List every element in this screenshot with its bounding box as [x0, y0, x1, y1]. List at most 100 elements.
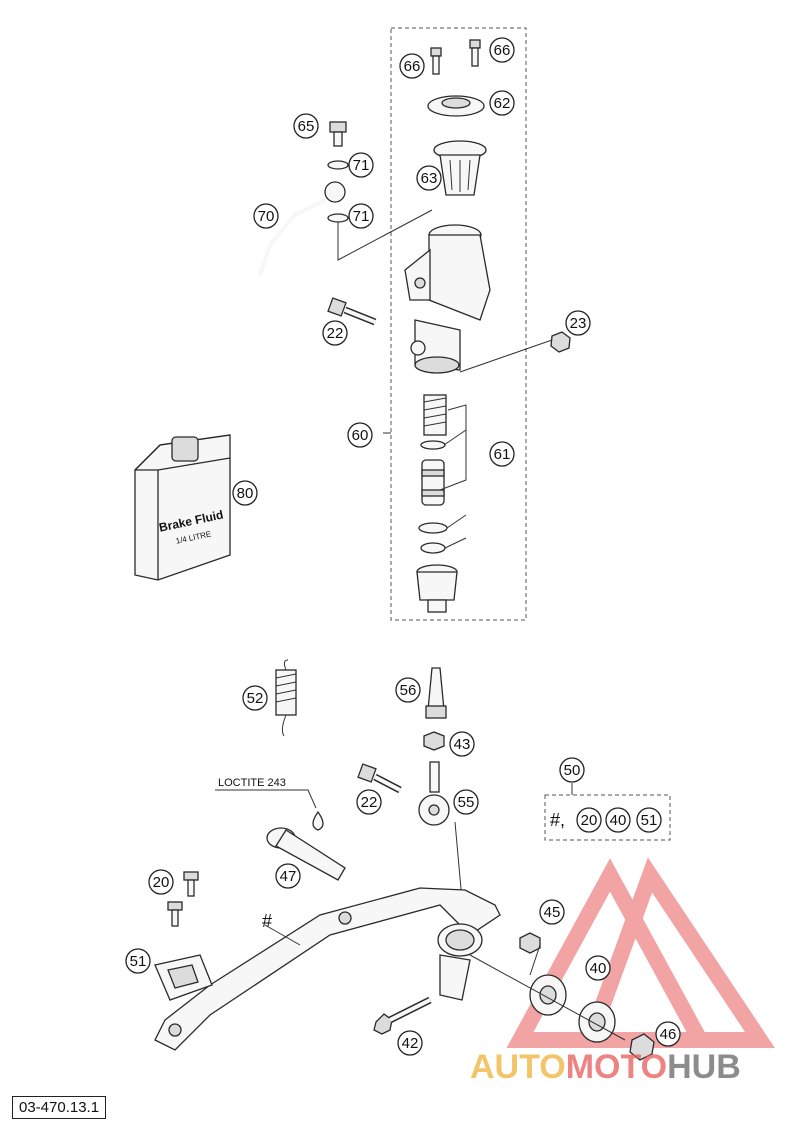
svg-text:40: 40	[590, 960, 607, 977]
master-cylinder-group-box	[390, 27, 527, 621]
svg-text:40: 40	[610, 812, 627, 829]
nut-46	[629, 1033, 655, 1061]
watermark-auto: AUTO	[470, 1048, 566, 1086]
svg-text:65: 65	[298, 118, 315, 135]
pivot-bolt-47	[266, 827, 346, 881]
kit-box-50	[544, 794, 671, 841]
svg-text:61: 61	[494, 446, 511, 463]
callout-61: 61	[489, 441, 515, 467]
banjo-bolt-65	[329, 121, 347, 147]
return-spring	[275, 659, 297, 737]
callout-71-lower: 71	[348, 203, 374, 229]
svg-text:AUTOMOTOHUB: AUTOMOTOHUB	[470, 1048, 741, 1086]
push-rod-pin	[425, 667, 447, 719]
svg-text:55: 55	[458, 794, 475, 811]
callout-66-left: 66	[399, 53, 425, 79]
callout-56: 56	[395, 677, 421, 703]
callout-55: 55	[453, 789, 479, 815]
reservoir-cap	[427, 95, 485, 117]
callout-50: 50	[559, 757, 585, 783]
piston-kit	[416, 394, 458, 613]
screw-20-a	[183, 871, 199, 897]
svg-text:43: 43	[454, 736, 471, 753]
svg-text:66: 66	[494, 42, 511, 59]
callout-22-lower: 22	[356, 789, 382, 815]
callout-52: 52	[242, 685, 268, 711]
bearing-40-right	[578, 1001, 616, 1043]
brake-step	[154, 954, 213, 1001]
master-cylinder-body	[404, 224, 491, 374]
callout-kit-20: 20	[576, 807, 602, 833]
svg-text:20: 20	[153, 874, 170, 891]
diagram-reference-code: 03-470.13.1	[12, 1096, 107, 1119]
bearing-40-left	[529, 974, 567, 1016]
callout-66-right: 66	[489, 37, 515, 63]
nut-45	[519, 932, 541, 954]
svg-text:71: 71	[353, 157, 370, 174]
svg-text:45: 45	[544, 904, 561, 921]
washer-71-upper	[327, 160, 349, 170]
bolt-22-upper	[327, 297, 377, 326]
callout-20: 20	[148, 869, 174, 895]
callout-23: 23	[565, 310, 591, 336]
callout-40: 40	[585, 955, 611, 981]
screw-20-b	[167, 901, 183, 927]
svg-text:62: 62	[494, 95, 511, 112]
svg-text:47: 47	[280, 868, 297, 885]
reservoir-bellows	[433, 140, 487, 196]
watermark-hub: HUB	[667, 1048, 741, 1086]
callout-63: 63	[416, 165, 442, 191]
svg-text:50: 50	[564, 762, 581, 779]
callout-kit-40: 40	[605, 807, 631, 833]
watermark-moto: MOTO	[566, 1048, 667, 1086]
callout-47: 47	[275, 863, 301, 889]
svg-text:60: 60	[352, 427, 369, 444]
clevis-55	[418, 761, 450, 826]
callout-51: 51	[125, 948, 151, 974]
callout-42: 42	[397, 1030, 423, 1056]
svg-text:80: 80	[237, 485, 254, 502]
svg-text:52: 52	[247, 690, 264, 707]
callout-70: 70	[253, 203, 279, 229]
callout-45: 45	[539, 899, 565, 925]
svg-text:23: 23	[570, 315, 587, 332]
screw-66-right	[469, 39, 481, 67]
nut-23	[550, 331, 571, 353]
svg-text:63: 63	[421, 170, 438, 187]
svg-text:46: 46	[660, 1026, 677, 1043]
svg-text:66: 66	[404, 58, 421, 75]
callout-62: 62	[489, 90, 515, 116]
callout-43: 43	[449, 731, 475, 757]
callout-46: 46	[655, 1021, 681, 1047]
callout-kit-51: 51	[636, 807, 662, 833]
svg-text:51: 51	[641, 812, 658, 829]
bolt-22-lower	[357, 763, 402, 794]
brake-fluid-can: Brake Fluid 1/4 LITRE	[134, 434, 231, 581]
svg-text:56: 56	[400, 682, 417, 699]
nut-43	[423, 731, 445, 751]
svg-text:22: 22	[361, 794, 378, 811]
piston-spring	[423, 394, 447, 436]
watermark-logo	[506, 857, 775, 1048]
svg-text:20: 20	[581, 812, 598, 829]
svg-text:22: 22	[327, 325, 344, 342]
callout-65: 65	[293, 113, 319, 139]
bolt-42	[373, 996, 432, 1035]
watermark-text: AUTOMOTOHUB	[470, 1048, 741, 1086]
screw-66-left	[430, 47, 442, 75]
brake-hose	[258, 181, 346, 276]
callout-80: 80	[232, 480, 258, 506]
lever-hash-mark: #	[262, 911, 272, 931]
svg-text:70: 70	[258, 208, 275, 225]
callout-60: 60	[347, 422, 373, 448]
dust-boot	[416, 564, 458, 613]
washer-71-lower	[327, 213, 349, 223]
svg-text:42: 42	[402, 1035, 419, 1052]
kit-items-hash: #,	[550, 810, 565, 830]
callout-22-upper: 22	[322, 320, 348, 346]
svg-text:71: 71	[353, 208, 370, 225]
loctite-note: LOCTITE 243	[218, 777, 286, 789]
callout-71-upper: 71	[348, 152, 374, 178]
svg-text:51: 51	[130, 953, 147, 970]
